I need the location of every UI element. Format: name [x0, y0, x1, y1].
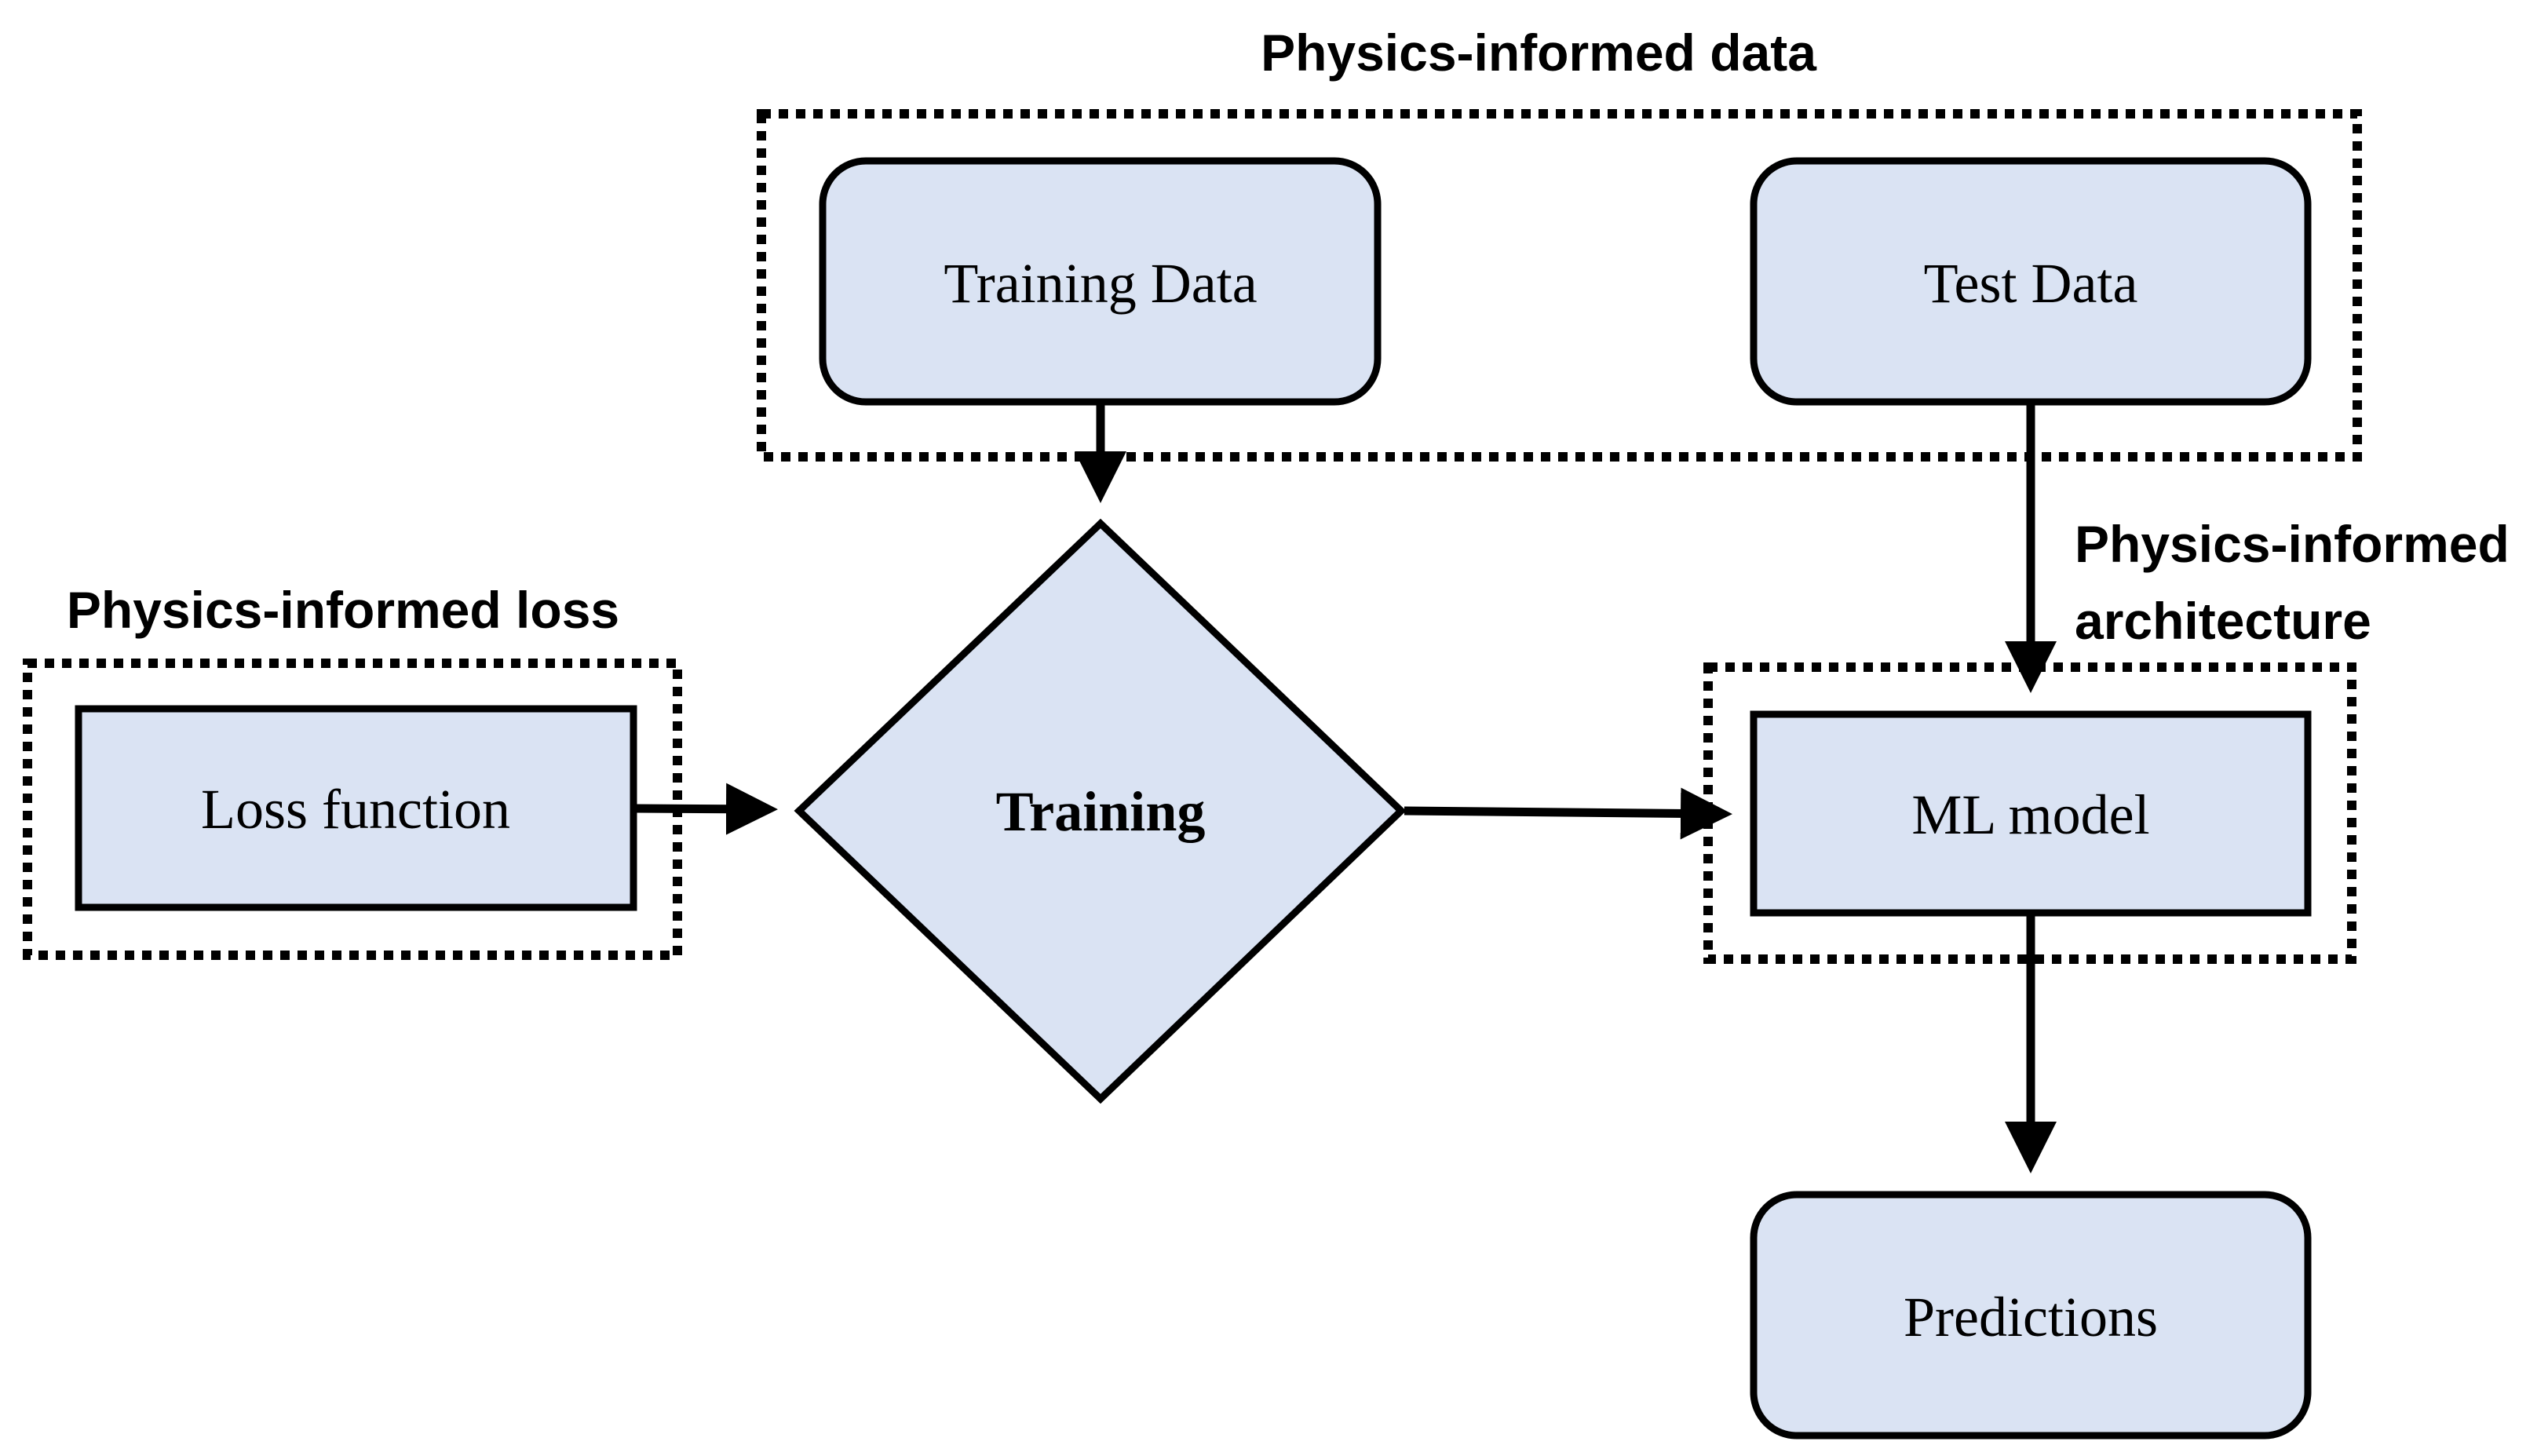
group-label-physics-informed-architecture-line2: architecture	[2075, 592, 2371, 650]
node-training-data-label: Training Data	[944, 252, 1257, 315]
group-label-physics-informed-loss: Physics-informed loss	[67, 581, 619, 639]
node-loss-function-label: Loss function	[201, 778, 510, 841]
node-loss-function	[75, 705, 637, 911]
node-predictions	[1750, 1191, 2312, 1440]
node-training-data	[819, 157, 1382, 406]
node-training	[794, 518, 1407, 1104]
group-box-physics-informed-data	[757, 109, 2362, 462]
edge-loss-function-to-training	[636, 783, 778, 835]
node-test-data	[1750, 157, 2312, 406]
node-ml-model-label: ML model	[1911, 783, 2149, 846]
node-ml-model	[1750, 710, 2312, 917]
group-label-physics-informed-architecture: Physics-informed	[2075, 515, 2510, 573]
node-test-data-label: Test Data	[1924, 252, 2138, 315]
edge-training-to-ml-model	[1404, 787, 1732, 840]
node-training-label: Training	[996, 780, 1206, 843]
node-predictions-label: Predictions	[1904, 1286, 2158, 1348]
group-label-physics-informed-data: Physics-informed data	[1261, 24, 1817, 82]
